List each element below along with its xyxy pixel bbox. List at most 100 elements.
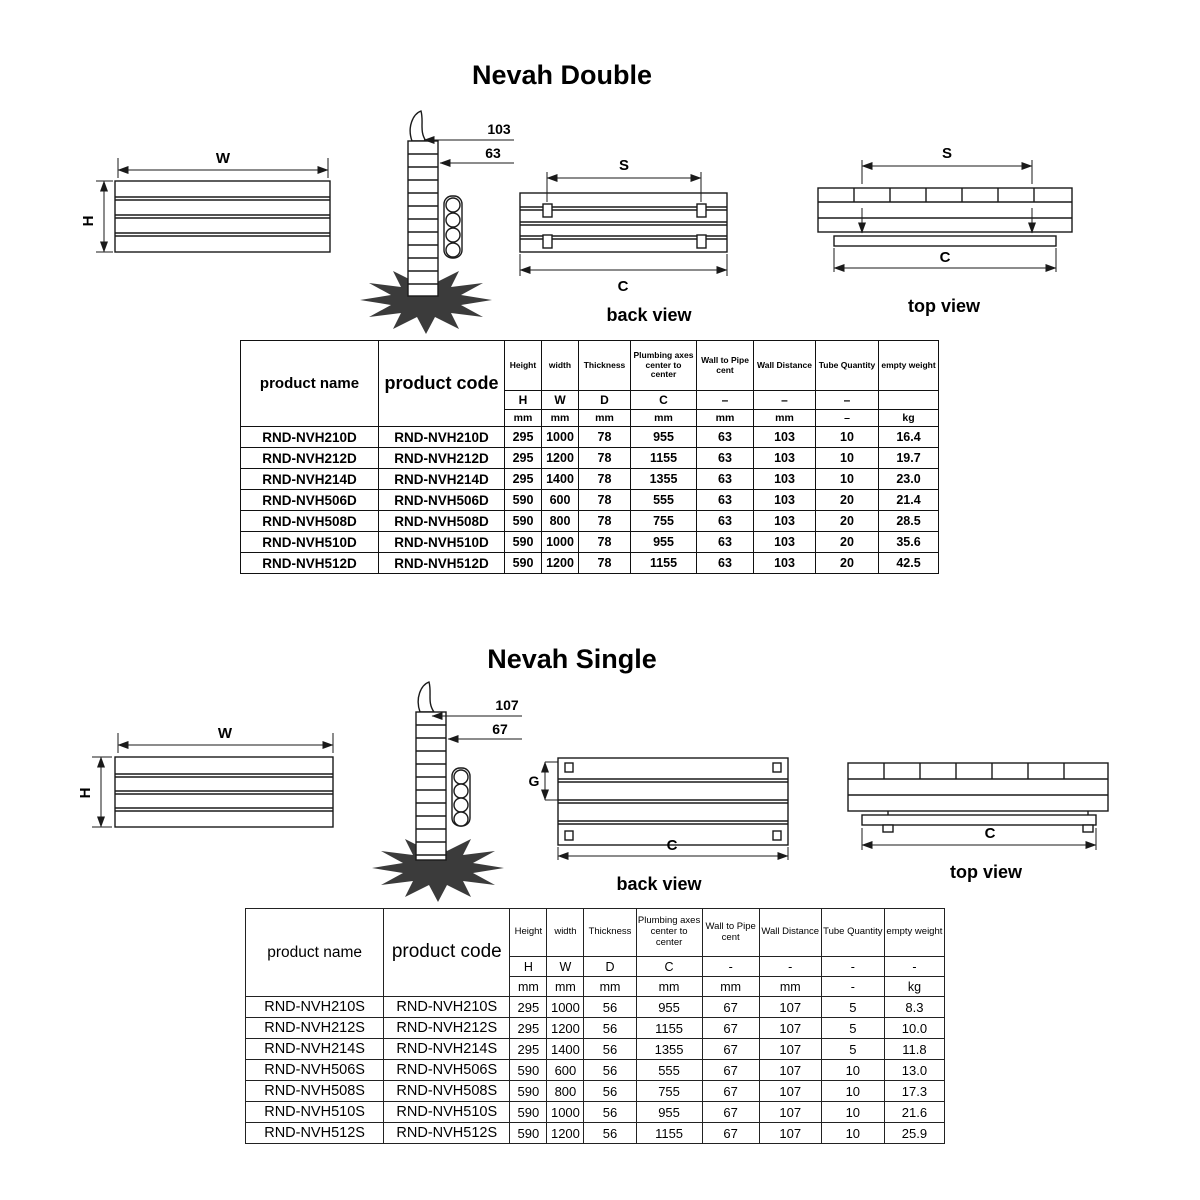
wall-hatch-icon xyxy=(360,266,492,334)
product-code-cell: RND-NVH506S xyxy=(383,1059,511,1081)
valve-tip xyxy=(409,110,428,142)
value-cell: 1200 xyxy=(541,552,579,574)
value-cell: 20 xyxy=(815,552,879,574)
product-name-header: product name xyxy=(244,908,385,997)
value-cell: 1000 xyxy=(541,531,579,553)
product-code-header: product code xyxy=(378,340,505,427)
value-cell: 17.3 xyxy=(883,1080,946,1102)
column-unit: mm xyxy=(696,409,754,427)
value-cell: 11.8 xyxy=(883,1038,946,1060)
value-cell: 295 xyxy=(509,1017,548,1039)
column-letter: – xyxy=(815,390,879,410)
value-cell: 295 xyxy=(504,468,542,490)
value-cell: 1200 xyxy=(546,1122,585,1144)
value-cell: 955 xyxy=(630,531,697,553)
product-code-cell: RND-NVH508D xyxy=(378,510,505,532)
value-cell: 1000 xyxy=(541,426,579,448)
back-view-caption: back view xyxy=(616,874,702,894)
value-cell: 103 xyxy=(753,552,816,574)
value-cell: 20 xyxy=(815,489,879,511)
column-letter: – xyxy=(696,390,754,410)
column-header-tube-quantity: Tube Quantity xyxy=(820,908,885,957)
value-cell: 19.7 xyxy=(878,447,939,469)
value-cell: 1000 xyxy=(546,996,585,1018)
dim-label-g: G xyxy=(529,773,540,789)
dim-label-pipe-center: 67 xyxy=(492,721,508,737)
value-cell: 10.0 xyxy=(883,1017,946,1039)
value-cell: 42.5 xyxy=(878,552,939,574)
mount-bracket xyxy=(542,203,553,218)
value-cell: 10 xyxy=(820,1059,885,1081)
dim-label-width: W xyxy=(216,150,231,167)
column-unit: mm xyxy=(701,976,760,997)
value-cell: 955 xyxy=(630,426,697,448)
double-front-view: W H xyxy=(80,150,331,253)
mount-bracket xyxy=(772,762,782,773)
column-header-height: Height xyxy=(509,908,548,957)
product-name-cell: RND-NVH212D xyxy=(240,447,379,469)
single-top-view: C top view xyxy=(847,762,1109,882)
value-cell: 5 xyxy=(820,1017,885,1039)
column-unit: mm xyxy=(509,976,548,997)
product-code-cell: RND-NVH210D xyxy=(378,426,505,448)
column-header-plumbing: Plumbing axes center to center xyxy=(635,908,703,957)
dim-label-height: H xyxy=(77,788,94,799)
value-cell: 107 xyxy=(758,1122,822,1144)
value-cell: 10 xyxy=(820,1101,885,1123)
column-unit: kg xyxy=(883,976,946,997)
value-cell: 20 xyxy=(815,510,879,532)
mount-foot xyxy=(1082,824,1094,833)
value-cell: 1155 xyxy=(630,447,697,469)
value-cell: 103 xyxy=(753,468,816,490)
value-cell: 1355 xyxy=(635,1038,703,1060)
value-cell: 78 xyxy=(578,426,631,448)
value-cell: 78 xyxy=(578,531,631,553)
single-side-view: 107 67 xyxy=(372,681,522,902)
dim-label-plumbing-center: C xyxy=(618,278,629,295)
value-cell: 67 xyxy=(701,1080,760,1102)
double-spec-table: product name product code Height width T… xyxy=(240,340,939,574)
value-cell: 56 xyxy=(583,1038,637,1060)
value-cell: 1000 xyxy=(546,1101,585,1123)
column-unit: mm xyxy=(546,976,585,997)
value-cell: 103 xyxy=(753,426,816,448)
product-name-cell: RND-NVH506S xyxy=(244,1059,385,1081)
value-cell: 13.0 xyxy=(883,1059,946,1081)
column-header-empty-weight: empty weight xyxy=(883,908,946,957)
value-cell: 1400 xyxy=(541,468,579,490)
top-view-caption: top view xyxy=(950,862,1023,882)
value-cell: 590 xyxy=(504,531,542,553)
value-cell: 20 xyxy=(815,531,879,553)
value-cell: 63 xyxy=(696,531,754,553)
radiator-body xyxy=(847,762,1109,812)
column-letter: D xyxy=(578,390,631,410)
value-cell: 63 xyxy=(696,426,754,448)
value-cell: 63 xyxy=(696,552,754,574)
value-cell: 67 xyxy=(701,996,760,1018)
value-cell: 590 xyxy=(504,552,542,574)
radiator-body xyxy=(114,180,331,253)
column-letter: - xyxy=(883,956,946,977)
value-cell: 755 xyxy=(635,1080,703,1102)
value-cell: 107 xyxy=(758,996,822,1018)
product-name-cell: RND-NVH508S xyxy=(244,1080,385,1102)
value-cell: 78 xyxy=(578,447,631,469)
dim-label-height: H xyxy=(80,216,97,227)
value-cell: 1400 xyxy=(546,1038,585,1060)
double-side-view: 103 63 xyxy=(360,110,514,334)
radiator-body xyxy=(557,757,789,846)
value-cell: 295 xyxy=(509,1038,548,1060)
value-cell: 600 xyxy=(541,489,579,511)
value-cell: 67 xyxy=(701,1059,760,1081)
wall-rail xyxy=(833,235,1057,247)
